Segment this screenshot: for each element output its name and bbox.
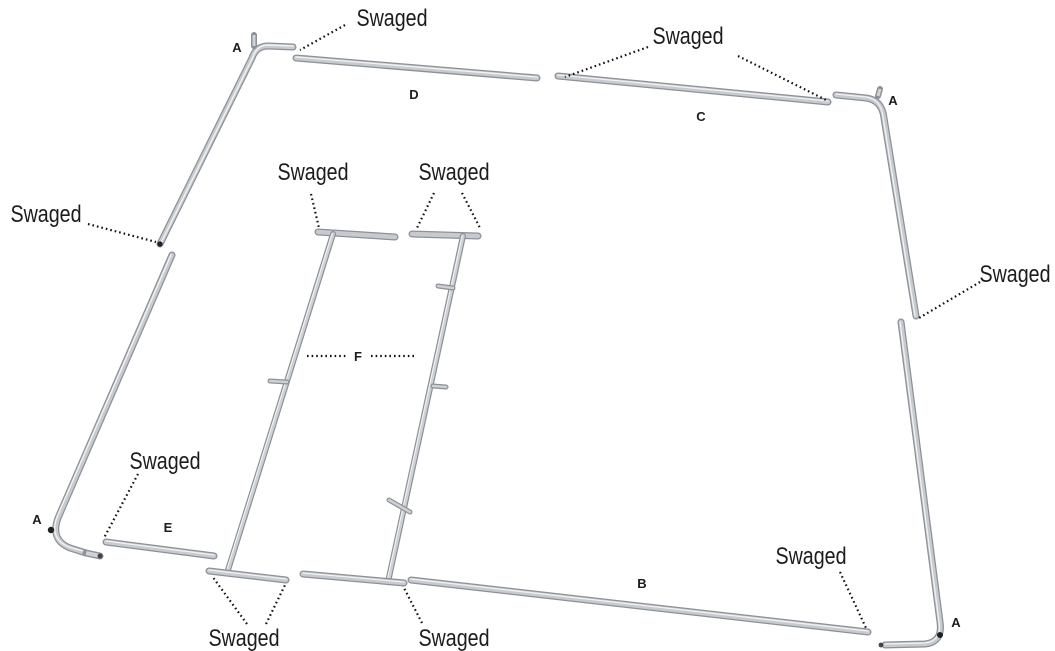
swaged-label-e: Swaged xyxy=(129,447,200,474)
part-label-a-top-left: A xyxy=(232,40,242,55)
leader-swaged-right-rail xyxy=(919,282,980,318)
corner-a-bottom-left xyxy=(48,255,172,559)
f-assembly-right xyxy=(303,234,478,583)
leader-swaged-f-right-top-b xyxy=(462,193,480,228)
leader-swaged-f-left-bottom-b xyxy=(266,583,286,624)
swaged-label-f-left-top: Swaged xyxy=(277,158,348,185)
swaged-label-left-rail: Swaged xyxy=(10,200,81,227)
corner-a-bottom-right xyxy=(879,322,943,647)
part-label-b: B xyxy=(637,576,646,591)
swaged-label-c: Swaged xyxy=(652,22,723,49)
f-assembly-left xyxy=(209,232,395,580)
swaged-label-d: Swaged xyxy=(356,4,427,31)
rail-c xyxy=(558,75,828,102)
swaged-label-f-left-bottom: Swaged xyxy=(208,624,279,651)
part-label-a-bottom-left: A xyxy=(32,512,42,527)
part-label-e: E xyxy=(164,520,173,535)
part-label-a-top-right: A xyxy=(888,93,898,108)
leader-swaged-f-left-bottom-a xyxy=(212,576,247,624)
leader-swaged-b xyxy=(840,572,866,628)
rail-d xyxy=(296,57,537,78)
leader-swaged-f-left-top xyxy=(311,194,319,228)
swaged-label-b: Swaged xyxy=(775,542,846,569)
leader-swaged-f-right-bottom xyxy=(403,586,422,623)
part-label-f: F xyxy=(354,349,362,364)
rail-e xyxy=(106,541,214,556)
swaged-label-f-right-top: Swaged xyxy=(418,158,489,185)
leader-swaged-e xyxy=(104,474,138,538)
swaged-label-f-right-bottom: Swaged xyxy=(418,624,489,651)
leader-swaged-f-right-top-a xyxy=(417,193,434,228)
leader-swaged-left-rail xyxy=(88,224,156,242)
part-label-a-bottom-right: A xyxy=(951,615,961,630)
part-label-c: C xyxy=(696,109,706,124)
corner-a-top-right xyxy=(836,89,916,316)
swaged-label-right-rail: Swaged xyxy=(979,260,1050,287)
part-label-d: D xyxy=(409,87,418,102)
leader-swaged-d-left xyxy=(300,25,345,50)
corner-a-top-left xyxy=(157,35,293,247)
leader-swaged-c-left xyxy=(565,47,648,77)
